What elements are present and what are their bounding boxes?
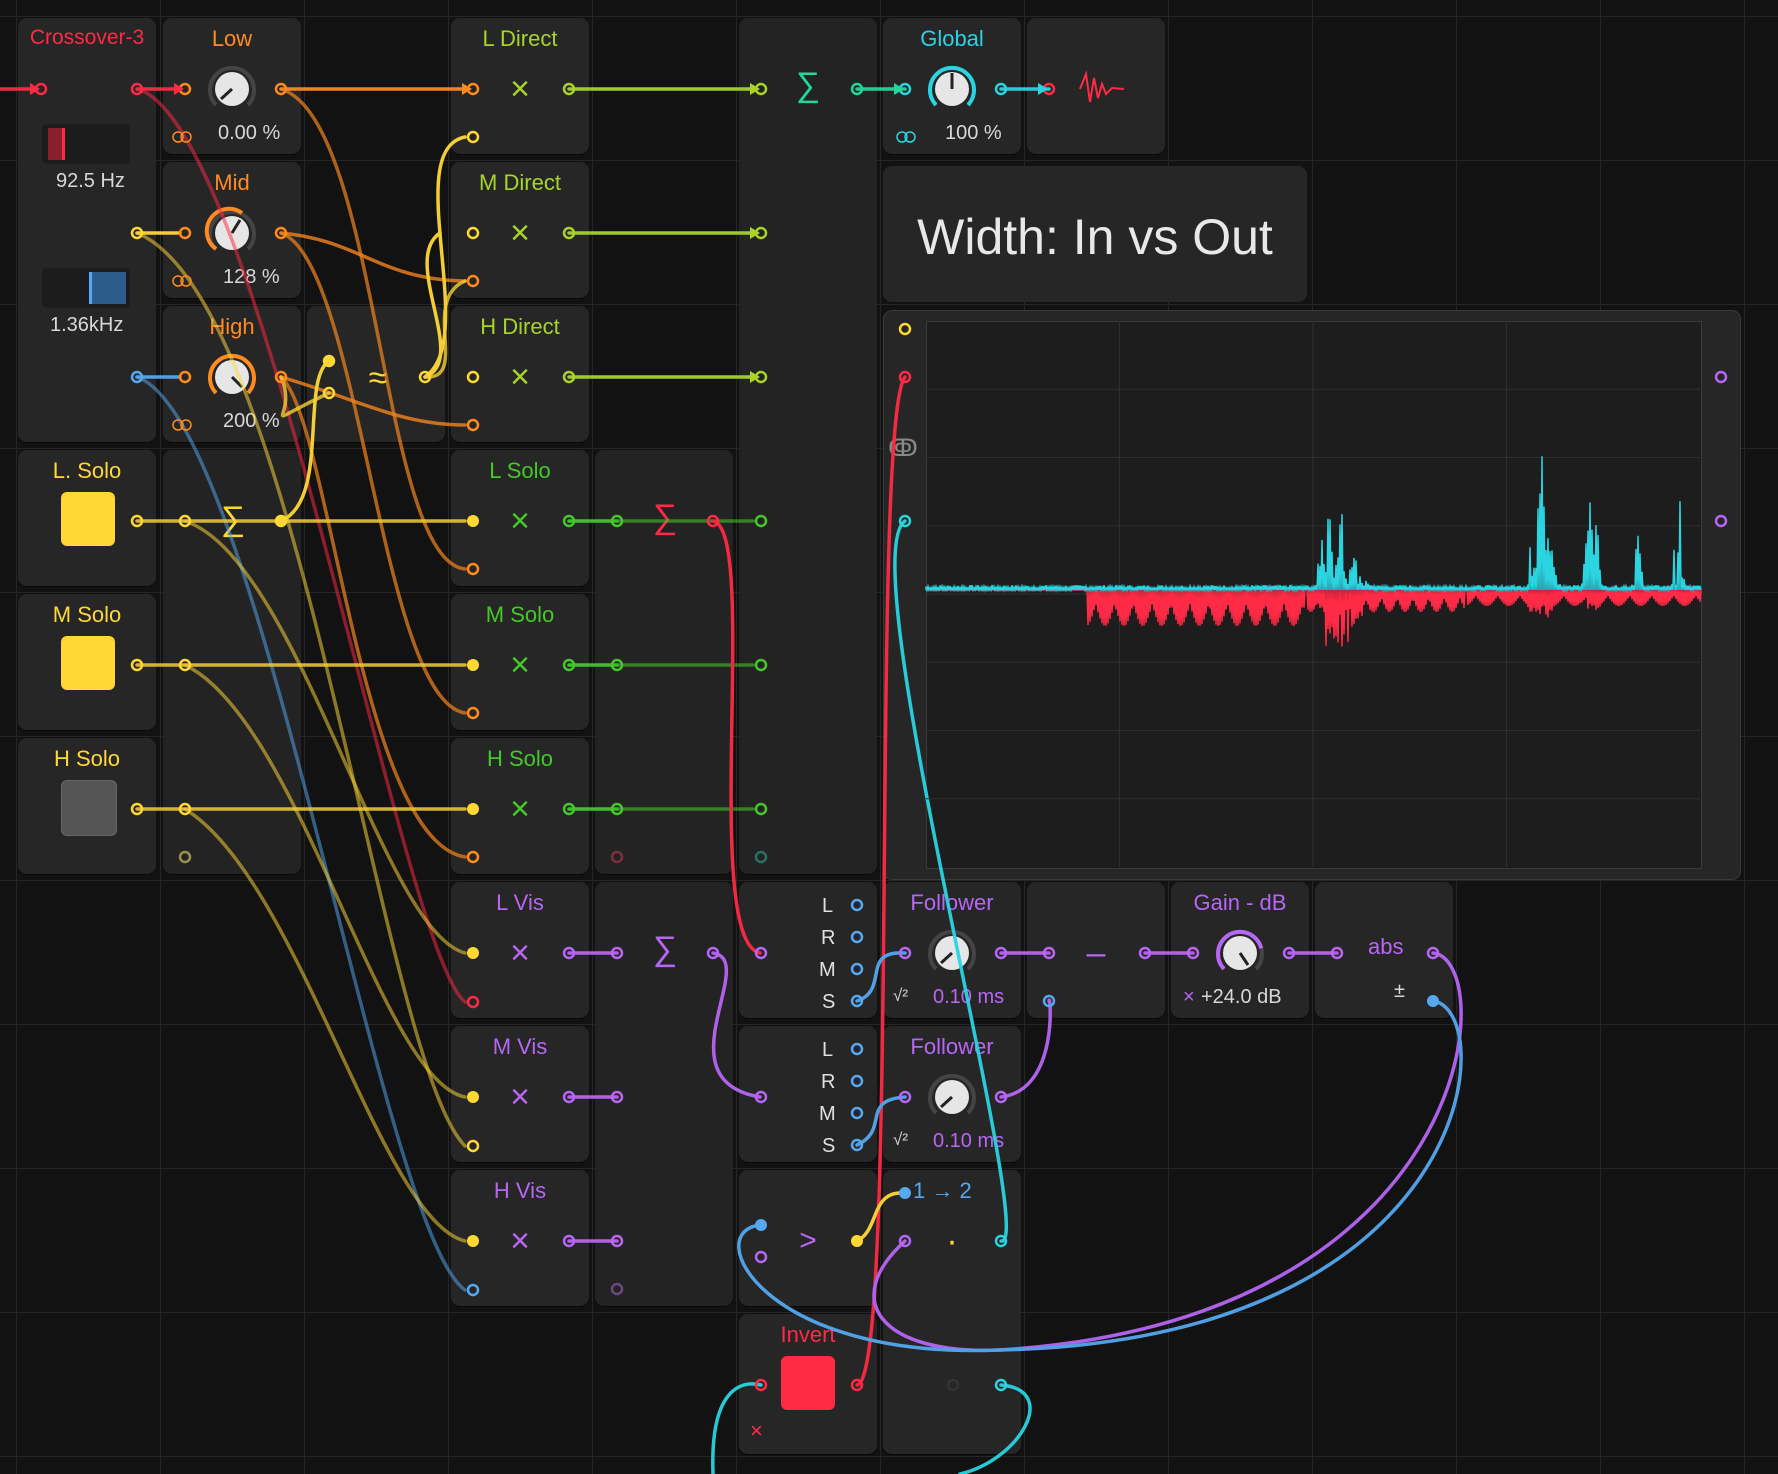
h-vis-label: H Vis [493,1178,547,1203]
global-label: Global [920,26,984,51]
follower-2-mode: √² [893,1130,908,1149]
select-label: 1 → 2 [913,1178,972,1203]
global-value: 100 % [945,122,1002,144]
split-2-r: R [821,1071,836,1093]
h-solo-mult: × [510,790,530,828]
h-direct-mult: × [510,358,530,396]
h-solo-button[interactable] [61,780,117,836]
l-vis-label: L Vis [496,890,544,915]
abs-label: abs [1368,934,1404,959]
follower-2-knob[interactable] [924,1069,980,1125]
low-band-value: 0.00 % [218,122,281,144]
l-solo-mult: × [510,502,530,540]
scope-title: Width: In vs Out [917,209,1273,265]
m-solo-mult: × [510,646,530,684]
abs-sign: ± [1394,980,1405,1002]
main-sum-symbol: ∑ [795,66,821,104]
split-2-m: M [819,1103,836,1125]
m-vis-mult: × [510,1078,530,1116]
split-1-r: R [821,927,836,949]
m-solo-label: M Solo [52,602,122,627]
follower-2-value: 0.10 ms [933,1130,1005,1152]
compare-symbol: > [799,1224,817,1257]
low-band-label: Low [211,26,253,51]
l-direct-label: L Direct [482,26,558,51]
split-1-s: S [822,991,836,1013]
m-solo-button[interactable] [61,636,115,690]
global-knob[interactable] [924,61,980,117]
l-solo-label: L. Solo [52,458,122,483]
invert-button[interactable] [781,1356,835,1410]
h-direct-label: H Direct [480,314,560,339]
main-sum-module[interactable] [739,18,877,874]
gain-mult-icon: × [1183,986,1195,1008]
split-2-module[interactable] [739,1026,877,1162]
invert-x-icon: × [750,1418,763,1443]
m-vis-label: M Vis [492,1034,548,1059]
crossover-freq2-slider[interactable] [42,268,130,308]
h-solo-mult-label: H Solo [486,746,554,771]
gain-value: +24.0 dB [1201,986,1282,1008]
split-1-module[interactable] [739,882,877,1018]
h-solo-module[interactable]: H Solo [18,738,156,874]
m-solo-module[interactable]: M Solo [18,594,156,730]
mid-band-label: Mid [214,170,250,195]
m-direct-label: M Direct [479,170,561,195]
crossover-title: Crossover-3 [29,26,145,49]
split-1-l: L [822,895,834,917]
approx-symbol: ≈ [368,359,388,397]
crossover-freq1-value: 92.5 Hz [56,170,125,192]
select-dot: · [946,1222,958,1260]
gain-label: Gain - dB [1193,890,1287,915]
gain-knob[interactable] [1212,925,1268,981]
split-2-l: L [822,1039,834,1061]
l-vis-mult: × [510,934,530,972]
subtract-symbol: – [1086,934,1106,972]
low-knob[interactable] [204,61,260,117]
l-solo-mult-label: L Solo [489,458,551,483]
vis-sum-symbol: ∑ [652,930,678,968]
h-vis-mult: × [510,1222,530,1260]
solo-output-sum-symbol: ∑ [652,498,678,536]
high-band-value: 200 % [223,410,280,432]
follower-1-label: Follower [910,890,994,915]
h-solo-label: H Solo [53,746,121,771]
scope-trace-in [925,456,1702,593]
l-direct-mult: × [510,70,530,108]
crossover-freq1-slider[interactable] [42,124,130,164]
mid-knob[interactable] [204,205,260,261]
mid-band-value: 128 % [223,266,280,288]
select-module[interactable]: 1 → 2 [883,1170,1021,1454]
crossover-freq2-value: 1.36kHz [50,314,124,336]
audio-out-icon [1079,70,1125,103]
split-2-s: S [822,1135,836,1157]
scope-title-module[interactable]: Width: In vs Out [883,166,1307,302]
follower-1-mode: √² [893,986,908,1005]
split-1-m: M [819,959,836,981]
l-solo-button[interactable] [61,492,115,546]
m-direct-mult: × [510,214,530,252]
m-solo-mult-label: M Solo [485,602,555,627]
